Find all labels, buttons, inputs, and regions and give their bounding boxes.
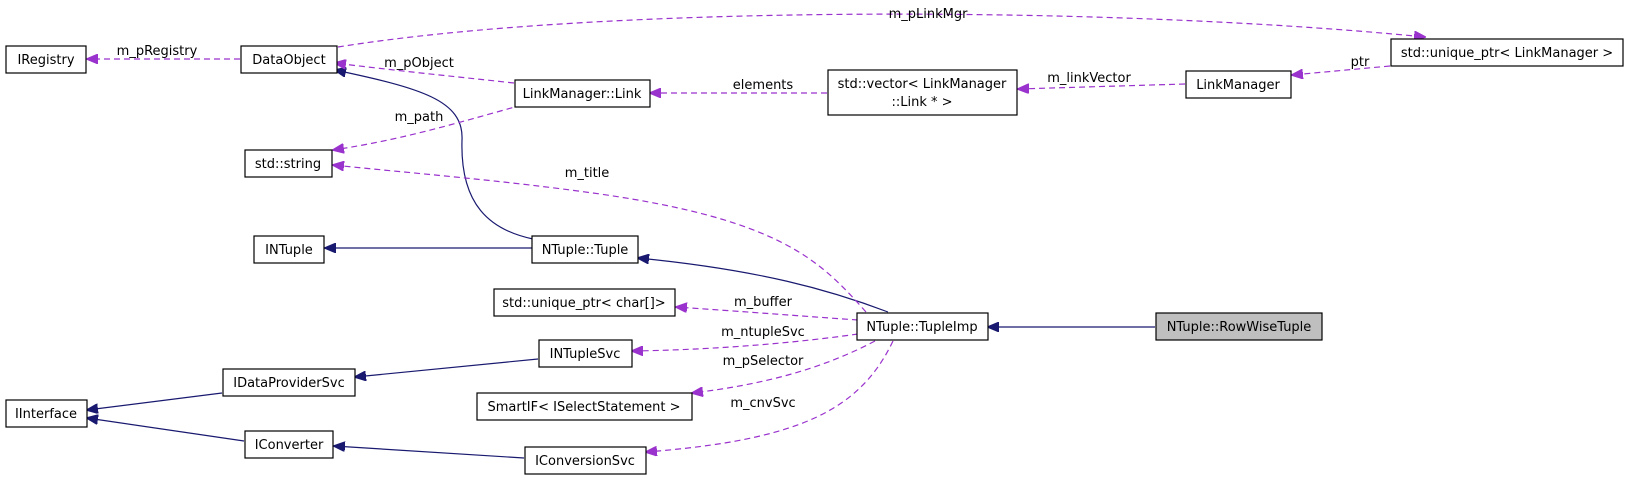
svg-text:std::vector< LinkManager: std::vector< LinkManager	[838, 77, 1007, 92]
node-std-string[interactable]: std::string	[244, 149, 333, 178]
node-unique-ptr-char[interactable]: std::unique_ptr< char[]>	[493, 288, 676, 317]
edge-tupleimp-to-intuplesvc	[632, 333, 859, 351]
node-idataprovidersvc[interactable]: IDataProviderSvc	[222, 368, 356, 397]
node-dataobject[interactable]: DataObject	[240, 45, 338, 74]
svg-text:std::unique_ptr< LinkManager >: std::unique_ptr< LinkManager >	[1401, 46, 1613, 61]
edge-tupleimp-to-std-string	[333, 165, 867, 313]
node-iconversionsvc[interactable]: IConversionSvc	[524, 446, 647, 475]
label-m-ntuplesvc: m_ntupleSvc	[721, 325, 805, 340]
label-m-linkvector: m_linkVector	[1047, 71, 1131, 86]
svg-text:NTuple::RowWiseTuple: NTuple::RowWiseTuple	[1167, 320, 1312, 335]
edge-linkmanager-to-vector	[1018, 83, 1186, 89]
edge-intuplesvc-to-idataprovidersvc	[355, 358, 539, 377]
label-m-plinkmgr: m_pLinkMgr	[889, 7, 969, 22]
edge-link-to-std-string	[333, 104, 523, 150]
node-linkmanager[interactable]: LinkManager	[1185, 70, 1292, 99]
label-m-path: m_path	[395, 110, 444, 125]
node-iinterface[interactable]: IInterface	[5, 399, 88, 428]
label-m-cnvsvc: m_cnvSvc	[730, 396, 795, 411]
node-iregistry[interactable]: IRegistry	[5, 45, 87, 74]
label-m-pobject: m_pObject	[384, 56, 454, 71]
svg-text:INTuple: INTuple	[265, 243, 313, 258]
node-linkmanager-link[interactable]: LinkManager::Link	[514, 79, 651, 108]
edge-dataobject-to-unique-ptr-linkmanager	[337, 13, 1425, 48]
label-m-buffer: m_buffer	[734, 295, 793, 310]
label-m-pselector: m_pSelector	[723, 354, 804, 369]
edge-idataprovidersvc-to-iinterface	[87, 392, 223, 410]
node-ntuple-tupleimp[interactable]: NTuple::TupleImp	[856, 312, 989, 341]
edge-unique-ptr-to-linkmanager	[1292, 65, 1391, 75]
svg-text:IConversionSvc: IConversionSvc	[535, 454, 635, 469]
svg-text:DataObject: DataObject	[252, 53, 325, 68]
svg-text:IInterface: IInterface	[15, 407, 77, 422]
svg-text:std::unique_ptr< char[]>: std::unique_ptr< char[]>	[502, 296, 665, 311]
svg-text:LinkManager::Link: LinkManager::Link	[523, 87, 642, 102]
edge-iconverter-to-iinterface	[87, 418, 245, 442]
svg-text:std::string: std::string	[255, 157, 321, 172]
svg-text:::Link * >: ::Link * >	[891, 95, 952, 110]
svg-text:IConverter: IConverter	[255, 438, 324, 453]
svg-text:INTupleSvc: INTupleSvc	[550, 347, 621, 362]
label-m-title: m_title	[565, 166, 610, 181]
node-ntuple-rowwisetuple[interactable]: NTuple::RowWiseTuple	[1155, 312, 1323, 341]
edge-tupleimp-to-unique-ptr-char	[676, 307, 859, 321]
edge-labels: m_pLinkMgr m_pRegistry m_pObject element…	[117, 7, 1370, 411]
label-ptr: ptr	[1351, 55, 1370, 70]
edge-link-to-dataobject	[335, 63, 515, 84]
node-unique-ptr-linkmanager[interactable]: std::unique_ptr< LinkManager >	[1390, 38, 1624, 67]
svg-text:NTuple::TupleImp: NTuple::TupleImp	[866, 320, 977, 335]
edge-tupleimp-to-smartif	[692, 340, 876, 393]
node-intuplesvc[interactable]: INTupleSvc	[538, 339, 633, 368]
node-iconverter[interactable]: IConverter	[244, 430, 334, 459]
svg-text:SmartIF< ISelectStatement >: SmartIF< ISelectStatement >	[487, 400, 680, 415]
svg-text:IRegistry: IRegistry	[17, 53, 74, 68]
label-m-pregistry: m_pRegistry	[117, 44, 198, 59]
edge-iconversionsvc-to-iconverter	[334, 446, 525, 459]
svg-text:NTuple::Tuple: NTuple::Tuple	[542, 243, 629, 258]
edge-tupleimp-to-iconversionsvc	[646, 340, 894, 452]
label-elements: elements	[733, 78, 794, 93]
node-ntuple-tuple[interactable]: NTuple::Tuple	[531, 235, 639, 264]
node-intuple[interactable]: INTuple	[253, 235, 325, 264]
node-std-vector-link[interactable]: std::vector< LinkManager ::Link * >	[827, 69, 1018, 116]
edge-tupleimp-to-ntuple-tuple	[638, 258, 889, 313]
svg-text:IDataProviderSvc: IDataProviderSvc	[233, 376, 345, 391]
edge-ntuple-tuple-to-dataobject	[335, 70, 534, 240]
node-smartif-iselectstatement[interactable]: SmartIF< ISelectStatement >	[476, 392, 693, 421]
svg-text:LinkManager: LinkManager	[1196, 78, 1280, 93]
